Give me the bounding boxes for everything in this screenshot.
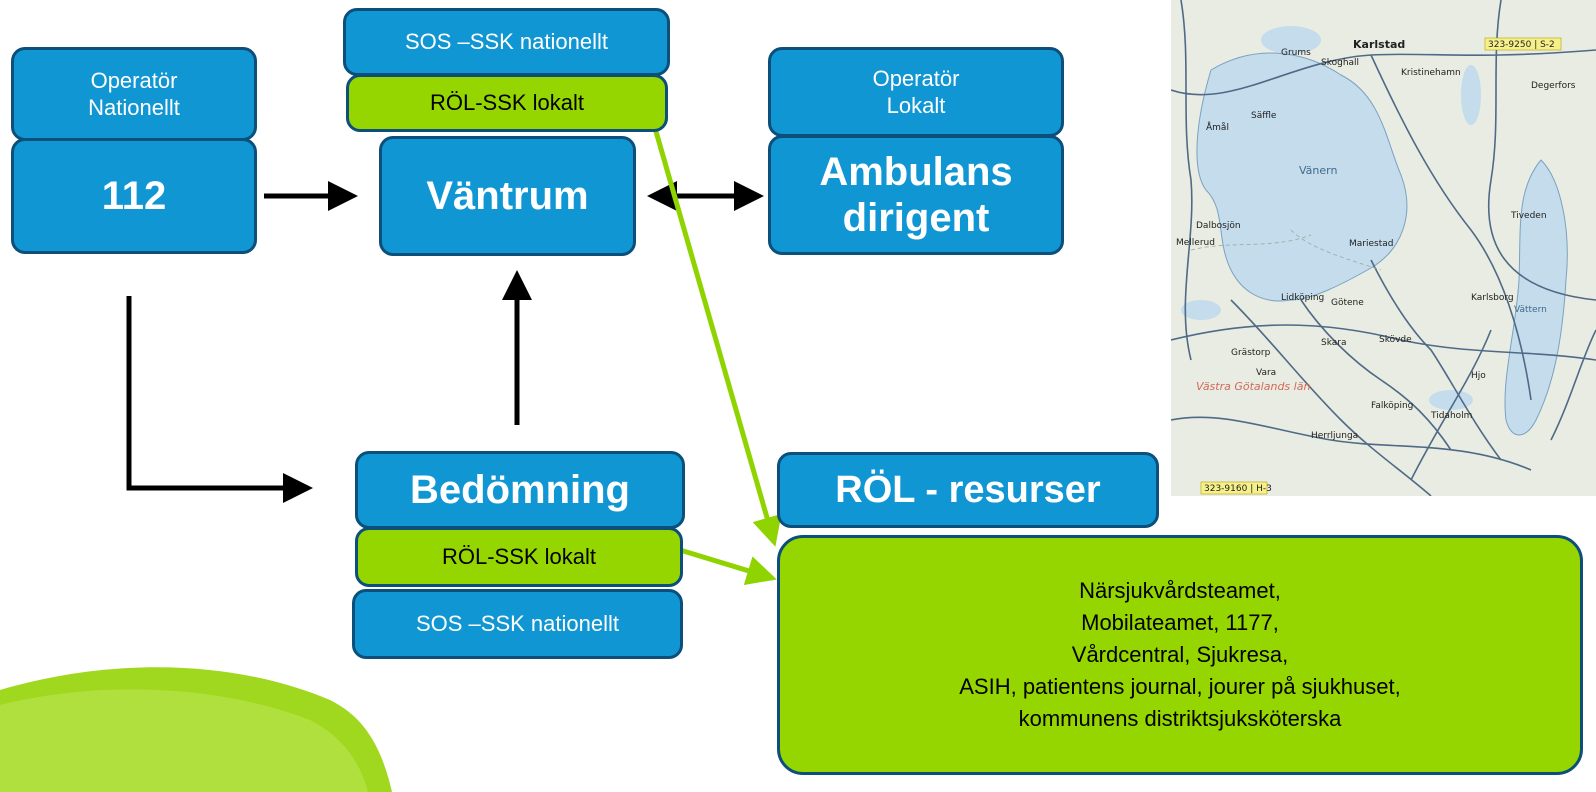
regional-map: Karlstad Kristinehamn Degerfors Grums Sk…: [1171, 0, 1596, 496]
svg-text:Lidköping: Lidköping: [1281, 293, 1324, 303]
bedomning-label: Bedömning: [410, 468, 630, 512]
sos-national-top-box: SOS –SSK nationellt: [343, 8, 670, 76]
svg-text:Degerfors: Degerfors: [1531, 81, 1576, 91]
svg-text:Kristinehamn: Kristinehamn: [1401, 68, 1461, 78]
svg-text:Skövde: Skövde: [1379, 335, 1412, 345]
rol-local-top-box: RÖL-SSK lokalt: [346, 74, 668, 132]
svg-text:Mellerud: Mellerud: [1176, 238, 1215, 248]
svg-text:Karlsborg: Karlsborg: [1471, 293, 1514, 303]
svg-text:323-9250 | S-2: 323-9250 | S-2: [1488, 40, 1555, 50]
green-arrow-top-rol-to-resources: [652, 127, 782, 547]
sos-national-bottom-label: SOS –SSK nationellt: [415, 611, 619, 637]
rol-local-bottom-label: RÖL-SSK lokalt: [441, 544, 597, 570]
operator-local-label: Operatör Lokalt: [872, 65, 960, 119]
svg-text:Falköping: Falköping: [1371, 401, 1413, 411]
svg-text:Herrljunga: Herrljunga: [1311, 431, 1358, 441]
svg-text:Karlstad: Karlstad: [1353, 38, 1405, 51]
sos-national-bottom-box: SOS –SSK nationellt: [352, 589, 683, 659]
vantrum-box: Väntrum: [379, 136, 636, 256]
green-arrow-bottom-rol-to-resources: [679, 547, 777, 586]
arrow-112-to-bedomning: [126, 296, 313, 503]
operator-local-box: Operatör Lokalt: [768, 47, 1064, 137]
ambulans-dirigent-label: Ambulans dirigent: [819, 150, 1013, 240]
label-112: 112: [101, 174, 167, 218]
svg-text:Västra Götalands län: Västra Götalands län: [1196, 380, 1310, 393]
rol-local-bottom-box: RÖL-SSK lokalt: [355, 527, 683, 587]
svg-text:Vänern: Vänern: [1299, 164, 1337, 177]
svg-text:Götene: Götene: [1331, 298, 1364, 308]
operator-national-box: Operatör Nationellt: [11, 47, 257, 141]
svg-text:Vara: Vara: [1256, 368, 1276, 378]
svg-text:Tidaholm: Tidaholm: [1430, 411, 1472, 421]
svg-text:Hjo: Hjo: [1471, 371, 1486, 381]
svg-text:Dalbosjön: Dalbosjön: [1196, 221, 1241, 231]
svg-text:323-9160 | H-3: 323-9160 | H-3: [1204, 484, 1272, 494]
ambulans-dirigent-box: Ambulans dirigent: [768, 135, 1064, 255]
rol-resources-label: RÖL - resurser: [835, 468, 1101, 511]
resources-list-text: Närsjukvårdsteamet, Mobilateamet, 1177, …: [959, 578, 1401, 731]
operator-national-label: Operatör Nationellt: [88, 67, 180, 121]
rol-local-top-label: RÖL-SSK lokalt: [429, 90, 585, 116]
svg-text:Åmål: Åmål: [1206, 121, 1229, 133]
sos-national-top-label: SOS –SSK nationellt: [404, 29, 608, 55]
map-graphic: Karlstad Kristinehamn Degerfors Grums Sk…: [1171, 0, 1596, 496]
svg-text:Grästorp: Grästorp: [1231, 348, 1271, 358]
bedomning-box: Bedömning: [355, 451, 685, 529]
box-112: 112: [11, 138, 257, 254]
rol-resources-box: RÖL - resurser: [777, 452, 1159, 528]
svg-text:Mariestad: Mariestad: [1349, 239, 1393, 249]
svg-text:Vättern: Vättern: [1514, 305, 1547, 315]
svg-text:Skara: Skara: [1321, 338, 1347, 348]
vantrum-label: Väntrum: [426, 174, 589, 218]
resources-list-box: Närsjukvårdsteamet, Mobilateamet, 1177, …: [777, 535, 1583, 775]
svg-text:Tiveden: Tiveden: [1510, 211, 1547, 221]
svg-text:Grums: Grums: [1281, 48, 1311, 58]
svg-text:Säffle: Säffle: [1251, 111, 1277, 121]
svg-text:Skoghall: Skoghall: [1321, 58, 1359, 68]
